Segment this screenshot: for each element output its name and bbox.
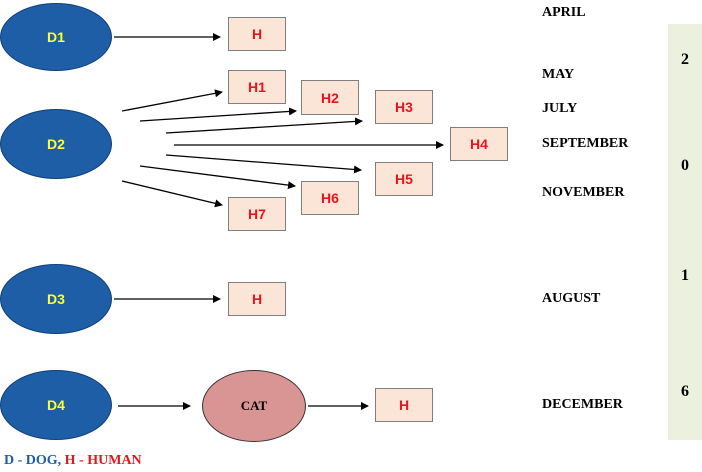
month-may: MAY: [542, 67, 575, 82]
human-box-d3: H: [228, 282, 286, 316]
month-november: NOVEMBER: [542, 185, 625, 200]
year-bar: 2 0 1 6: [668, 24, 702, 440]
arrow-d2-h6: [139, 165, 296, 190]
cat-node: CAT: [202, 370, 306, 442]
legend: D - DOG, H - HUMAN: [4, 453, 142, 469]
arrow-d2-h1: [121, 89, 223, 112]
month-april: APRIL: [542, 5, 586, 20]
human-box-h7: H7: [228, 197, 286, 231]
human-box-h3: H3: [375, 90, 433, 124]
legend-human: H - HUMAN: [64, 453, 142, 468]
arrow-d2-h5: [165, 154, 362, 174]
dog-d2: D2: [0, 109, 112, 179]
arrow-d2-h2: [139, 107, 297, 122]
year-digit-3: 1: [681, 267, 689, 284]
human-box-h5: H5: [375, 162, 433, 196]
month-september: SEPTEMBER: [542, 136, 629, 151]
year-digit-1: 2: [681, 51, 689, 68]
month-july: JULY: [542, 101, 578, 116]
human-box-h1: H1: [228, 70, 286, 104]
year-digit-4: 6: [681, 383, 689, 400]
month-august: AUGUST: [542, 291, 601, 306]
month-december: DECEMBER: [542, 397, 623, 412]
human-box-d4: H: [375, 388, 433, 422]
human-box-h4: H4: [450, 127, 508, 161]
dog-d1: D1: [0, 3, 112, 71]
human-box-h6: H6: [301, 181, 359, 215]
dog-d4: D4: [0, 370, 112, 440]
arrow-d2-h7: [121, 180, 223, 208]
year-digit-2: 0: [681, 157, 689, 174]
human-box-h2: H2: [301, 80, 359, 115]
human-box-d1: H: [228, 17, 286, 51]
dog-d3: D3: [0, 264, 112, 334]
arrow-d2-h3: [165, 117, 363, 134]
legend-dog: D - DOG,: [4, 453, 62, 468]
